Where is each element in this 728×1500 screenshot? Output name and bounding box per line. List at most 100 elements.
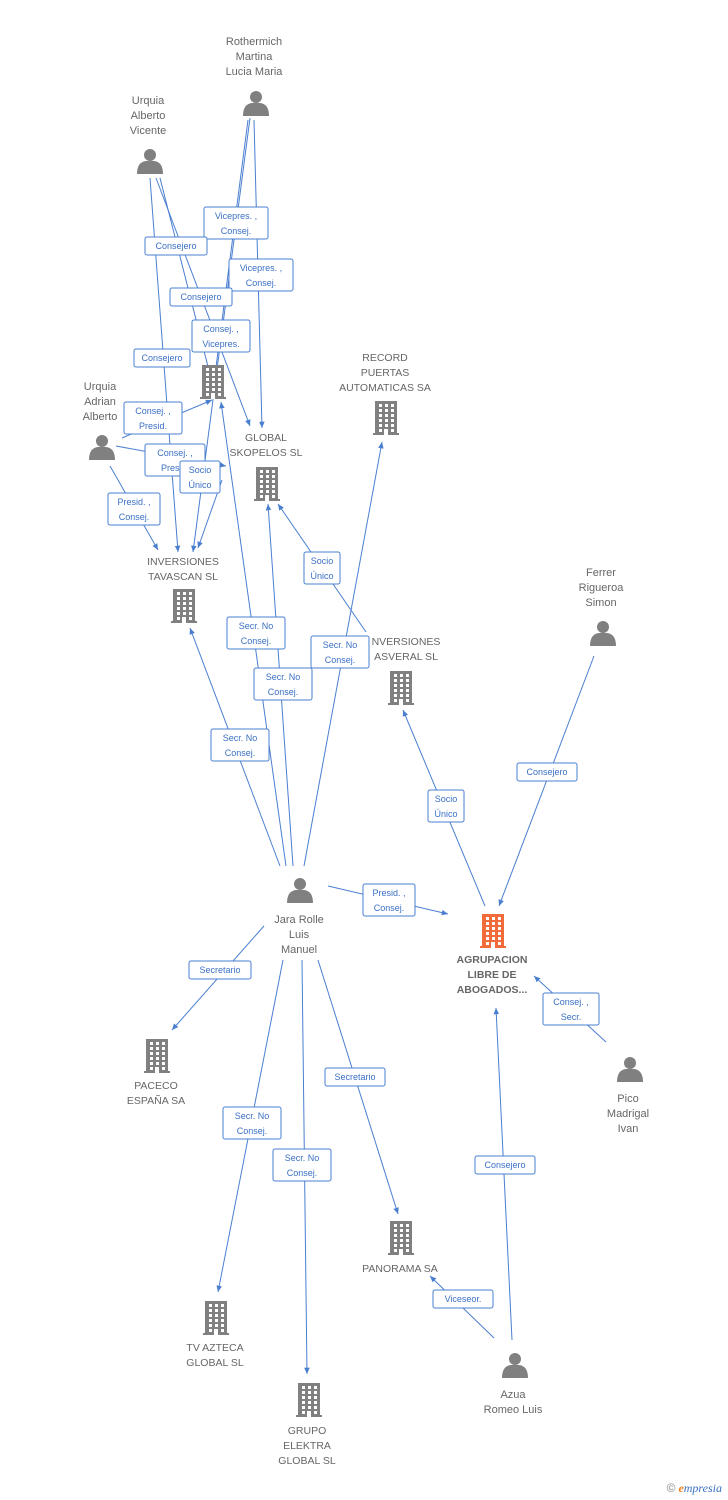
edge-role-text: Consej. , xyxy=(553,997,589,1007)
node-label-line: Romeo Luis xyxy=(484,1404,543,1416)
node-label-line: PUERTAS xyxy=(361,367,410,379)
node-label-line: GRUPO xyxy=(288,1425,327,1437)
edge-labels-layer: Vicepres. , Consej. Vicepres. , Consej. Cons… xyxy=(107,206,600,1309)
node-tv-azteca[interactable]: TV AZTECA GLOBAL SL xyxy=(186,1301,244,1369)
node-label-line: GLOBAL SL xyxy=(278,1455,336,1467)
edge-role-text: Consej. xyxy=(246,278,277,288)
edge-role-text: Secr. No xyxy=(235,1111,270,1121)
edge-role-label[interactable]: Secr. No Consej. xyxy=(272,1148,332,1182)
edge-role-text: Vicepres. , xyxy=(240,263,282,273)
edge-role-label[interactable]: Presid. , Consej. xyxy=(107,492,161,526)
edge-role-text: Consej. , xyxy=(157,448,193,458)
edge-role-label[interactable]: Consej. ,Presid. xyxy=(123,401,183,435)
edge-role-label[interactable]: Consejero xyxy=(169,287,233,307)
node-label-line: GLOBAL SL xyxy=(186,1357,244,1369)
node-grupo-elektra[interactable]: GRUPO ELEKTRA GLOBAL SL xyxy=(278,1383,336,1467)
edge-role-label[interactable]: Viceseor. xyxy=(432,1289,494,1309)
edge-role-label[interactable]: Vicepres. , Consej. xyxy=(228,258,294,292)
edge-role-text: Consej. xyxy=(119,512,150,522)
node-label-line: Urquia xyxy=(84,381,117,393)
edge-role-label[interactable]: Secretario xyxy=(324,1067,386,1087)
node-label-line: Alberto xyxy=(83,411,118,423)
building-icon xyxy=(296,1383,322,1417)
node-label-line: Adrian xyxy=(84,396,116,408)
footer-brand[interactable]: © empresia xyxy=(667,1481,722,1496)
edge-role-label[interactable]: Consejero xyxy=(516,762,578,782)
node-label-line: Simon xyxy=(585,597,616,609)
node-panorama[interactable]: PANORAMA SA xyxy=(362,1221,438,1275)
edge-role-text: Secr. No xyxy=(223,733,258,743)
building-icon xyxy=(200,365,226,399)
node-label-line: NVERSIONES xyxy=(372,636,441,648)
node-paceco[interactable]: PACECO ESPAÑA SA xyxy=(127,1039,185,1107)
edge-role-label[interactable]: Consejero xyxy=(133,348,191,368)
brand-logo-text: mpresia xyxy=(683,1481,722,1495)
edge-role-text: Viceseor. xyxy=(445,1294,482,1304)
edge-role-text: Vicepres. , xyxy=(215,211,257,221)
edge-role-text: Único xyxy=(188,480,211,490)
edge-jara-to-panorama xyxy=(317,959,399,1215)
edge-role-text: Presid. xyxy=(139,421,167,431)
node-label-line: ELEKTRA xyxy=(283,1440,331,1452)
edge-role-text: Presid. xyxy=(161,463,189,473)
edge-role-text: Secretario xyxy=(199,965,240,975)
node-label-line: Luis xyxy=(289,929,310,941)
node-label-line: Rothermich xyxy=(226,36,282,48)
copyright-symbol: © xyxy=(666,1481,676,1495)
edge-role-text: Consej. xyxy=(374,903,405,913)
edge-role-text: Secr. No xyxy=(285,1153,320,1163)
edge-role-label[interactable]: Consejero xyxy=(474,1155,536,1175)
node-label-line: Azua xyxy=(500,1389,526,1401)
building-icon xyxy=(171,589,197,623)
edge-role-label[interactable]: Vicepres. , Consej. xyxy=(203,206,269,240)
edge-role-label[interactable]: Consejero xyxy=(144,236,208,256)
edge-role-text: Consej. xyxy=(221,226,252,236)
building-icon xyxy=(388,1221,414,1255)
person-icon xyxy=(590,621,616,646)
edge-role-text: Consejero xyxy=(155,241,196,251)
edge-role-text: Consejero xyxy=(484,1160,525,1170)
brand-logo-initial: e xyxy=(678,1481,684,1495)
node-hidden-company[interactable] xyxy=(200,365,226,399)
edge-role-label[interactable]: Presid. , Consej. xyxy=(362,883,416,917)
node-label-line: PACECO xyxy=(134,1080,178,1092)
node-label-line: ESPAÑA SA xyxy=(127,1094,185,1107)
edge-role-text: Consej. xyxy=(287,1168,318,1178)
edge-role-text: Presid. , xyxy=(372,888,405,898)
edge-role-label[interactable]: Consej. ,Secr. xyxy=(542,992,600,1026)
edge-role-label[interactable]: Secretario xyxy=(188,960,252,980)
person-icon xyxy=(89,435,115,460)
node-label-line: RECORD xyxy=(362,352,408,364)
node-label-line: TV AZTECA xyxy=(186,1342,243,1354)
edge-role-text: Presid. , xyxy=(117,497,150,507)
building-icon xyxy=(203,1301,229,1335)
edge-role-text: Secretario xyxy=(334,1072,375,1082)
edge-role-label[interactable]: Consej. ,Vicepres. xyxy=(191,319,251,353)
node-label-line: TAVASCAN SL xyxy=(148,571,218,583)
node-label-line: Martina xyxy=(236,51,274,63)
node-label-line: Vicente xyxy=(130,125,167,137)
edge-role-text: Secr. No xyxy=(323,640,358,650)
